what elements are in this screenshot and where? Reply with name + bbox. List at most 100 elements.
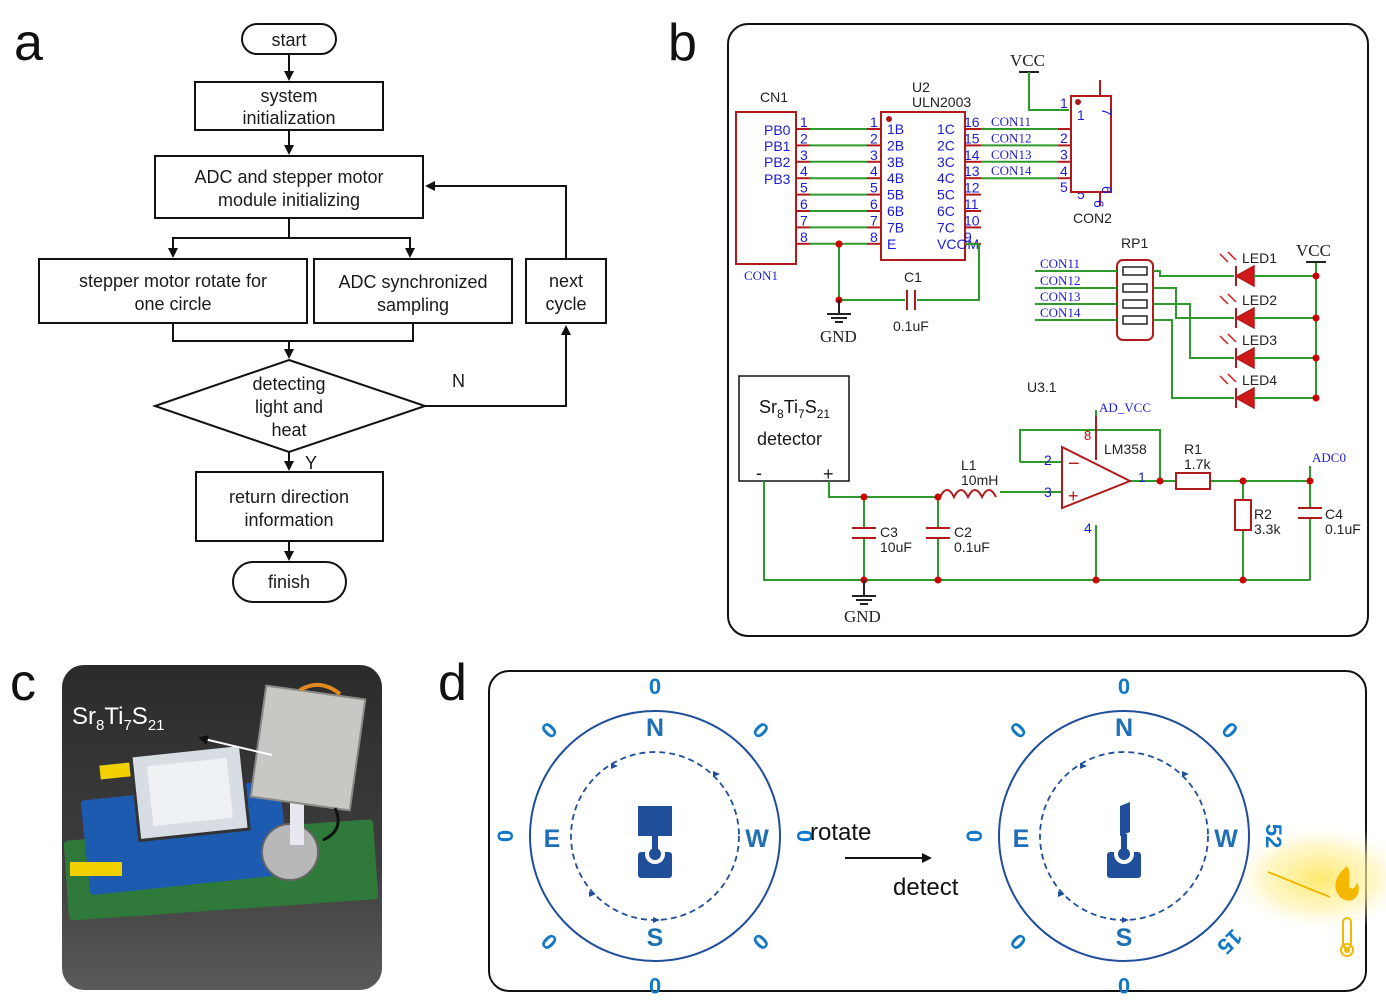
- motor-text-1: stepper motor rotate for: [79, 271, 267, 291]
- led-label: LED3: [1242, 332, 1277, 348]
- con2-connector: [1070, 95, 1112, 193]
- compass-reading: 52: [1261, 824, 1286, 848]
- u2-right-pin-number: 13: [964, 163, 980, 179]
- compass-reading: 0: [1118, 674, 1130, 699]
- compass-reading: 0: [649, 973, 661, 998]
- u2-right-pin-name: 4C: [937, 170, 955, 186]
- u2-chip: [880, 111, 966, 261]
- u2-left-pin-name: 2B: [887, 137, 904, 153]
- u2-right-pin-name: 1C: [937, 121, 955, 137]
- detector-plus: +: [823, 464, 834, 484]
- led-label: LED1: [1242, 250, 1277, 266]
- svg-text:4: 4: [1084, 520, 1092, 536]
- u2-left-pin-number: 7: [870, 212, 878, 228]
- l1-value: 10mH: [961, 472, 998, 488]
- u2-left-pin-name: 7B: [887, 219, 904, 235]
- return-text-1: return direction: [229, 487, 349, 507]
- svg-text:1: 1: [1138, 469, 1146, 485]
- compass-reading: 0: [962, 830, 987, 842]
- action-detect: detect: [893, 874, 959, 901]
- c1-label: C1: [904, 269, 922, 285]
- u2-left-pin-name: 1B: [887, 121, 904, 137]
- cn1-pin-number: 3: [800, 147, 808, 163]
- c3-label: C3: [880, 524, 898, 540]
- next-text-1: next: [549, 271, 583, 291]
- detector-box: [738, 375, 850, 482]
- next-cycle-box: [525, 258, 607, 324]
- motor-text-2: one circle: [134, 294, 211, 314]
- adc-sample-text-2: sampling: [377, 295, 449, 315]
- con-net-label: CON12: [991, 130, 1031, 145]
- compass-east: E: [544, 825, 561, 853]
- branch-no-label: N: [452, 371, 465, 391]
- con2-pin-number: 2: [1060, 130, 1068, 146]
- system-init-box: [194, 81, 384, 131]
- resistor-r2: [1234, 499, 1252, 531]
- return-text-2: information: [244, 510, 333, 530]
- panel-label-c: c: [10, 654, 36, 712]
- u2-right-pin-number: 12: [964, 180, 980, 196]
- cn1-pin-labels: PB0 PB1 PB2 PB3: [764, 122, 791, 187]
- init-text-1: system: [260, 86, 317, 106]
- c2-value: 0.1uF: [954, 539, 990, 555]
- r2-value: 3.3k: [1254, 521, 1281, 537]
- u2-label: U2: [912, 79, 930, 95]
- vcc-top-label: VCC: [1010, 51, 1045, 70]
- con2-label: CON2: [1073, 210, 1112, 226]
- signal-wires: [763, 429, 1311, 581]
- compass-reading: 0: [493, 830, 518, 842]
- panel-label-b: b: [668, 14, 697, 72]
- detector-minus: -: [756, 463, 762, 483]
- adc-init-text-1: ADC and stepper motor: [194, 167, 383, 187]
- u2-left-pin-name: 6B: [887, 203, 904, 219]
- cn1-bottom-label: CON1: [744, 268, 778, 283]
- con-net-label: CON11: [991, 114, 1031, 129]
- c4-label: C4: [1325, 506, 1343, 522]
- vcc-led-label: VCC: [1296, 241, 1331, 260]
- con2-pin-number: 5: [1060, 179, 1068, 195]
- compass-south: S: [1116, 924, 1133, 952]
- inductor-l1: [939, 489, 997, 500]
- compass-west: W: [1214, 825, 1238, 853]
- gnd-bottom-label: GND: [844, 607, 881, 626]
- u2-left-pin-number: 3: [870, 147, 878, 163]
- u2-left-pin-name: 4B: [887, 170, 904, 186]
- adc-init-text-2: module initializing: [218, 190, 360, 210]
- u2-left-pin-number: 5: [870, 180, 878, 196]
- cn1-pin-number: 8: [800, 229, 808, 245]
- rp1-label: RP1: [1121, 235, 1148, 251]
- rp1-net-label: CON13: [1040, 289, 1080, 304]
- cn1-pin-number: 6: [800, 196, 808, 212]
- cn1-pin-pb1: PB1: [764, 138, 791, 154]
- branch-yes-label: Y: [305, 453, 317, 473]
- rp1-net-label: CON11: [1040, 256, 1080, 271]
- svg-text:1: 1: [1060, 95, 1068, 111]
- compass-west: W: [745, 825, 769, 853]
- u2-left-pin-number: 8: [870, 229, 878, 245]
- flowchart: [38, 23, 607, 603]
- finish-text: finish: [268, 572, 310, 592]
- flame-icon: [1335, 866, 1359, 901]
- compass-outer-ring: [529, 710, 781, 962]
- u2-left-pin-number: 4: [870, 163, 878, 179]
- cn1-pin-number: 5: [800, 180, 808, 196]
- lm358-label: LM358: [1104, 441, 1147, 457]
- svg-text:−: −: [1068, 453, 1080, 475]
- cn1-pin-number: 1: [800, 114, 808, 130]
- compass-reading: 0: [792, 830, 817, 842]
- ad-vcc-label: AD_VCC: [1099, 400, 1151, 415]
- svg-text:7: 7: [1099, 108, 1115, 116]
- u2-left-pin-number: 1: [870, 114, 878, 130]
- thermometer-icon: [1340, 917, 1354, 957]
- decision-text-1: detecting: [252, 374, 325, 394]
- hardware-photo: Sr8Ti7S21: [62, 665, 382, 990]
- con2-pin-number: 4: [1060, 163, 1068, 179]
- svg-text:2: 2: [1044, 452, 1052, 468]
- u31-label: U3.1: [1027, 379, 1057, 395]
- compass-reading: 0: [1118, 973, 1130, 998]
- decision-text-2: light and: [255, 397, 323, 417]
- motor-rotate-box: [38, 258, 308, 324]
- con2-inner-pin-number: 5: [1077, 186, 1085, 202]
- panel-label-d: d: [438, 654, 467, 712]
- finish-terminal: [232, 561, 347, 603]
